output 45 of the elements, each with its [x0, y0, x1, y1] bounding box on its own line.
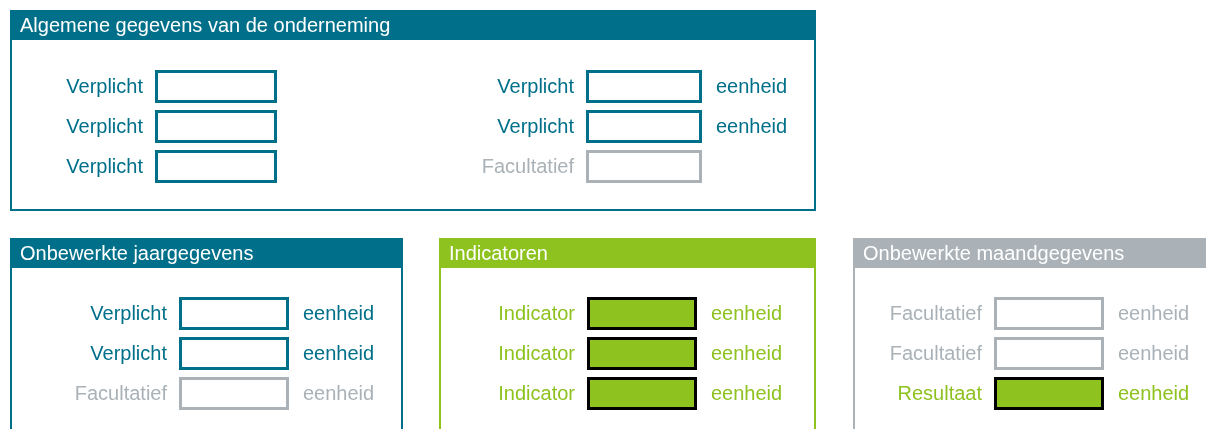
input-field [586, 70, 702, 103]
unit-label: eenheid [1118, 341, 1190, 366]
input-field [155, 110, 277, 143]
input-field [179, 377, 289, 410]
input-field [587, 337, 697, 370]
field-label: Verplicht [497, 114, 574, 139]
input-field [994, 297, 1104, 330]
unit-label: eenheid [303, 381, 375, 406]
field-label: Indicator [498, 301, 575, 326]
field-label: Verplicht [66, 154, 143, 179]
field-label: Indicator [498, 381, 575, 406]
panel-header: Onbewerkte maandgegevens [853, 238, 1206, 268]
field-label: Verplicht [66, 74, 143, 99]
unit-label: eenheid [303, 341, 375, 366]
field-label: Verplicht [66, 114, 143, 139]
input-field [155, 150, 277, 183]
field-label: Facultatief [889, 301, 982, 326]
input-field [994, 337, 1104, 370]
input-field [587, 377, 697, 410]
input-field [994, 377, 1104, 410]
field-label: Facultatief [74, 381, 167, 406]
input-field [155, 70, 277, 103]
field-label: Facultatief [889, 341, 982, 366]
field-label: Indicator [498, 341, 575, 366]
unit-label: eenheid [716, 114, 788, 139]
field-label: Resultaat [897, 381, 982, 406]
input-field [586, 150, 702, 183]
unit-label: eenheid [711, 381, 783, 406]
unit-label: eenheid [711, 301, 783, 326]
unit-label: eenheid [711, 341, 783, 366]
field-label: Verplicht [90, 301, 167, 326]
panel-header: Indicatoren [439, 238, 816, 268]
unit-label: eenheid [303, 301, 375, 326]
unit-label: eenheid [716, 74, 788, 99]
field-label: Facultatief [481, 154, 574, 179]
input-field [179, 297, 289, 330]
input-field [179, 337, 289, 370]
unit-label: eenheid [1118, 381, 1190, 406]
input-field [587, 297, 697, 330]
field-label: Verplicht [497, 74, 574, 99]
input-field [586, 110, 702, 143]
panel-header: Onbewerkte jaargegevens [10, 238, 403, 268]
unit-label: eenheid [1118, 301, 1190, 326]
field-label: Verplicht [90, 341, 167, 366]
panel-header: Algemene gegevens van de onderneming [10, 10, 816, 40]
